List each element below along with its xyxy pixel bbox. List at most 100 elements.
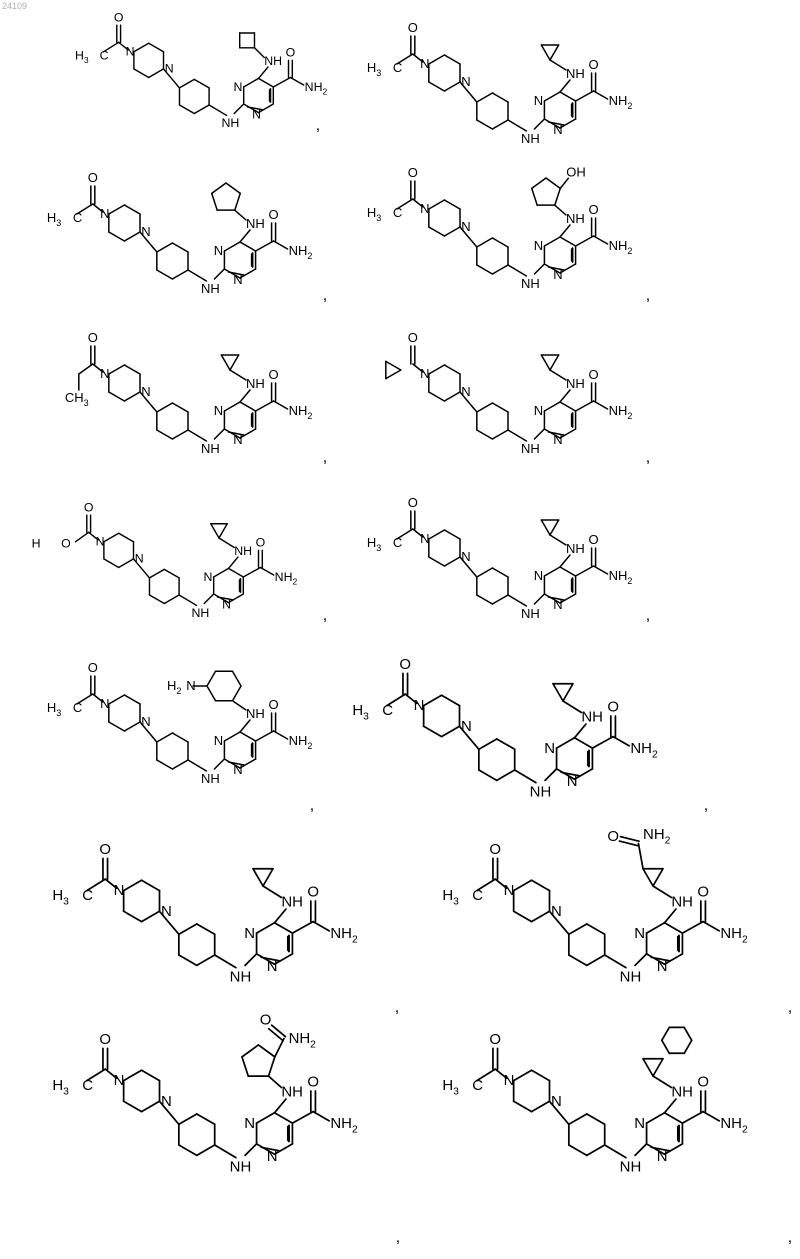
piperazine-n: N bbox=[100, 366, 109, 381]
amino-nh: NH bbox=[246, 376, 265, 391]
bond-line bbox=[576, 566, 594, 576]
bond-line bbox=[444, 82, 460, 91]
bond-line bbox=[544, 237, 560, 246]
bond-line bbox=[429, 530, 445, 539]
bond-line bbox=[269, 1076, 282, 1087]
bond-line bbox=[532, 911, 550, 921]
bond-line bbox=[635, 954, 647, 966]
bond-line bbox=[142, 1070, 160, 1080]
bond-line bbox=[569, 1114, 587, 1124]
bond-line bbox=[79, 364, 93, 374]
piperazine-n: N bbox=[161, 903, 172, 920]
bond-line bbox=[240, 402, 256, 411]
bond-line bbox=[544, 92, 560, 101]
amide-nh2: NH2 bbox=[720, 925, 748, 946]
pyrimidine-n: N bbox=[534, 93, 543, 108]
piperazine-n: N bbox=[414, 697, 425, 714]
bond-line bbox=[594, 236, 608, 244]
bond-line bbox=[234, 104, 244, 114]
bond-line bbox=[124, 722, 140, 731]
bond-line bbox=[179, 955, 197, 965]
acyl-o: O bbox=[99, 1031, 111, 1048]
bond-line bbox=[550, 535, 566, 545]
piperazine-n: N bbox=[461, 718, 472, 735]
bond-line bbox=[569, 955, 587, 965]
bond-line bbox=[429, 227, 445, 236]
bond-line bbox=[197, 955, 215, 965]
bond-line bbox=[207, 671, 216, 686]
pyrimidine-n: N bbox=[534, 568, 543, 583]
bond-line bbox=[429, 82, 445, 91]
piperazine-n: N bbox=[141, 224, 150, 239]
bond-line bbox=[508, 265, 526, 276]
linker-nh: NH bbox=[521, 441, 540, 456]
aminocyclohexyl-n: N bbox=[186, 678, 195, 693]
amide-nh2: NH2 bbox=[643, 826, 671, 847]
pyrimidine-n: N bbox=[222, 597, 231, 611]
bond-line bbox=[508, 430, 526, 441]
bond-line bbox=[172, 733, 188, 742]
bond-line bbox=[272, 1025, 286, 1037]
bond-line bbox=[534, 119, 544, 129]
bond-line bbox=[575, 724, 587, 738]
bond-line bbox=[587, 955, 605, 965]
bond-line bbox=[157, 243, 173, 252]
pyrimidine-n: N bbox=[553, 267, 562, 282]
amino-nh: NH bbox=[234, 544, 252, 558]
bond-line bbox=[215, 1145, 236, 1158]
bond-line bbox=[665, 909, 677, 923]
bond-line bbox=[424, 695, 442, 705]
methyl-c: C bbox=[82, 887, 93, 904]
bond-line bbox=[124, 205, 140, 214]
bond-line bbox=[119, 533, 134, 542]
methyl-c: C bbox=[472, 887, 483, 904]
piperazine-n: N bbox=[100, 206, 109, 221]
list-separator: , bbox=[323, 287, 327, 304]
piperazine-n: N bbox=[504, 882, 515, 899]
bond-line bbox=[194, 105, 209, 114]
bond-line bbox=[444, 227, 460, 236]
carbonyl-o: O bbox=[589, 367, 599, 382]
methyl-c: C bbox=[82, 1077, 93, 1094]
linker-nh: NH bbox=[230, 1158, 252, 1175]
bond-line bbox=[214, 429, 224, 439]
amide-nh2: NH2 bbox=[289, 403, 313, 421]
bond-line bbox=[544, 402, 560, 411]
carbonyl-o: O bbox=[256, 536, 266, 550]
bond-line bbox=[275, 1099, 287, 1113]
piperazine-n: N bbox=[135, 552, 144, 566]
bond-line bbox=[219, 524, 227, 538]
list-separator: , bbox=[704, 797, 708, 814]
amide-nh2: NH2 bbox=[630, 740, 658, 761]
bond-line bbox=[514, 1070, 532, 1080]
list-separator: , bbox=[646, 607, 650, 624]
bond-line bbox=[497, 739, 515, 749]
bond-line bbox=[492, 403, 508, 412]
methyl-h3: H3 bbox=[52, 1077, 69, 1098]
pyrimidine-n: N bbox=[534, 403, 543, 418]
bond-line bbox=[259, 78, 274, 87]
ether-o: O bbox=[61, 537, 71, 551]
bond-line bbox=[229, 557, 239, 568]
bond-line bbox=[557, 738, 575, 748]
compound-13: NNONH2NHONH2NHNNOH3C bbox=[52, 1012, 358, 1176]
bond-line bbox=[172, 243, 188, 252]
bond-line bbox=[242, 1057, 248, 1076]
bond-line bbox=[142, 880, 160, 890]
bond-line bbox=[215, 955, 236, 968]
bond-line bbox=[587, 924, 605, 934]
bond-line bbox=[233, 701, 247, 710]
bond-line bbox=[224, 242, 240, 251]
carbonyl-o: O bbox=[607, 828, 619, 845]
bond-line bbox=[560, 92, 576, 101]
bond-line bbox=[197, 924, 215, 934]
bond-line bbox=[665, 1099, 677, 1113]
list-separator: , bbox=[323, 607, 327, 624]
bond-line bbox=[492, 120, 508, 129]
piperazine-n: N bbox=[165, 62, 174, 76]
pyrimidine-n: N bbox=[244, 925, 255, 942]
bond-line bbox=[292, 1112, 313, 1124]
bond-line bbox=[245, 1144, 257, 1156]
carbonyl-o: O bbox=[589, 532, 599, 547]
bond-line bbox=[594, 91, 608, 99]
